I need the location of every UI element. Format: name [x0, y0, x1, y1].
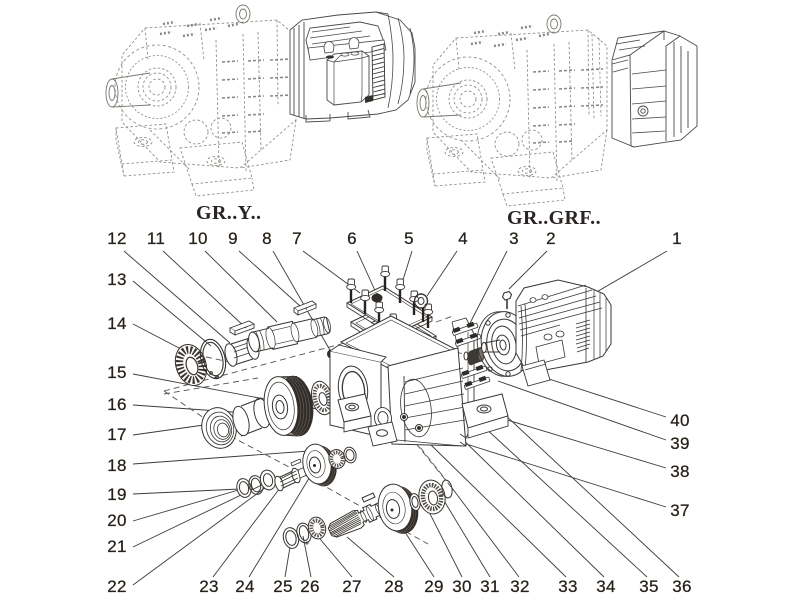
svg-text:38: 38 — [670, 462, 690, 481]
svg-text:37: 37 — [670, 501, 690, 520]
svg-text:31: 31 — [480, 577, 500, 596]
svg-text:34: 34 — [596, 577, 616, 596]
svg-text:35: 35 — [639, 577, 659, 596]
svg-text:12: 12 — [107, 229, 127, 248]
svg-text:GR..GRF..: GR..GRF.. — [507, 207, 601, 229]
svg-text:29: 29 — [424, 577, 444, 596]
svg-text:39: 39 — [670, 434, 690, 453]
svg-text:4: 4 — [458, 229, 468, 248]
svg-text:16: 16 — [107, 395, 127, 414]
svg-text:23: 23 — [199, 577, 219, 596]
svg-text:7: 7 — [292, 229, 302, 248]
svg-text:21: 21 — [107, 537, 127, 556]
svg-text:36: 36 — [672, 577, 692, 596]
svg-text:24: 24 — [235, 577, 255, 596]
svg-text:19: 19 — [107, 485, 127, 504]
svg-text:33: 33 — [558, 577, 578, 596]
svg-text:18: 18 — [107, 456, 127, 475]
svg-text:28: 28 — [384, 577, 404, 596]
svg-text:GR..Y..: GR..Y.. — [196, 202, 261, 224]
svg-text:3: 3 — [509, 229, 519, 248]
svg-text:10: 10 — [188, 229, 208, 248]
svg-text:15: 15 — [107, 363, 127, 382]
svg-text:8: 8 — [262, 229, 272, 248]
svg-text:6: 6 — [347, 229, 357, 248]
svg-text:5: 5 — [404, 229, 414, 248]
svg-text:27: 27 — [342, 577, 362, 596]
svg-text:14: 14 — [107, 314, 127, 333]
svg-text:30: 30 — [452, 577, 472, 596]
svg-text:26: 26 — [300, 577, 320, 596]
svg-text:2: 2 — [546, 229, 556, 248]
svg-text:9: 9 — [228, 229, 238, 248]
svg-text:32: 32 — [510, 577, 530, 596]
svg-text:20: 20 — [107, 511, 127, 530]
svg-text:25: 25 — [273, 577, 293, 596]
svg-text:11: 11 — [147, 229, 165, 248]
svg-text:17: 17 — [107, 425, 127, 444]
svg-text:13: 13 — [107, 270, 127, 289]
svg-text:40: 40 — [670, 411, 690, 430]
svg-text:1: 1 — [672, 229, 682, 248]
svg-text:22: 22 — [107, 577, 127, 596]
